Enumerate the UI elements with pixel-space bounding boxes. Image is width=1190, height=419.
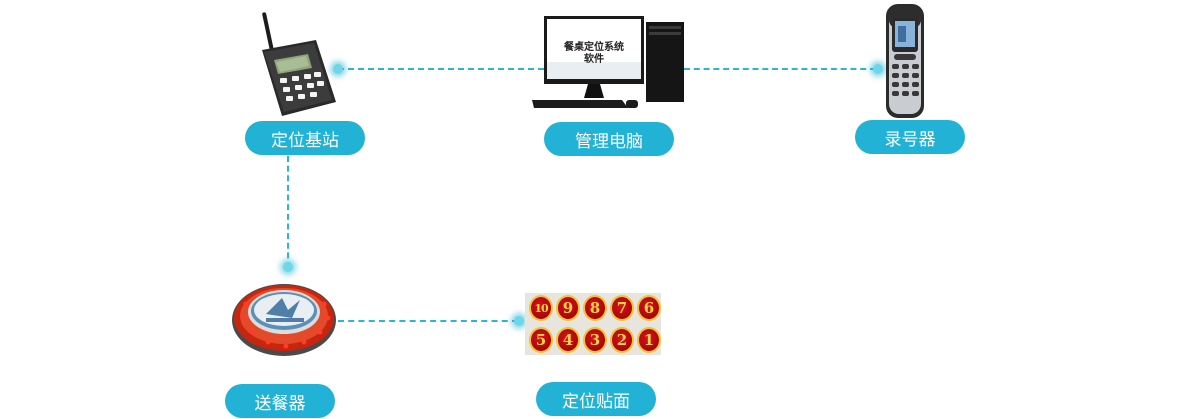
number-recorder-image [880,2,930,120]
sticker-number: 10 [529,295,553,321]
label-base-station: 定位基站 [245,121,365,155]
sticker-number: 3 [583,327,607,353]
connector-delivery-to-sticker [338,320,518,322]
label-delivery-device: 送餐器 [225,384,335,418]
label-number-recorder: 录号器 [855,120,965,154]
connection-point-sticker [514,316,524,326]
position-sticker-image: 10 9 8 7 6 5 4 3 2 1 [525,293,661,355]
sticker-number: 6 [637,295,661,321]
management-pc-image: 餐桌定位系统 软件 [530,14,686,110]
sticker-number: 9 [556,295,580,321]
connector-pc-to-recorder [684,68,876,70]
connector-base-to-delivery [287,156,289,268]
sticker-number: 8 [583,295,607,321]
sticker-number: 5 [529,327,553,353]
connection-point-base-station [333,64,343,74]
connector-base-to-pc [338,68,544,70]
sticker-number: 4 [556,327,580,353]
pc-screen-text-line1: 餐桌定位系统 [563,40,624,53]
label-position-sticker: 定位贴面 [536,382,656,416]
sticker-number: 2 [610,327,634,353]
connection-point-delivery-top [283,262,293,272]
pc-screen-text-line2: 软件 [584,52,604,65]
label-management-pc: 管理电脑 [544,122,674,156]
sticker-number: 1 [637,327,661,353]
sticker-number: 7 [610,295,634,321]
delivery-device-image [230,274,338,360]
base-station-image [252,10,340,120]
connection-point-recorder [873,64,883,74]
